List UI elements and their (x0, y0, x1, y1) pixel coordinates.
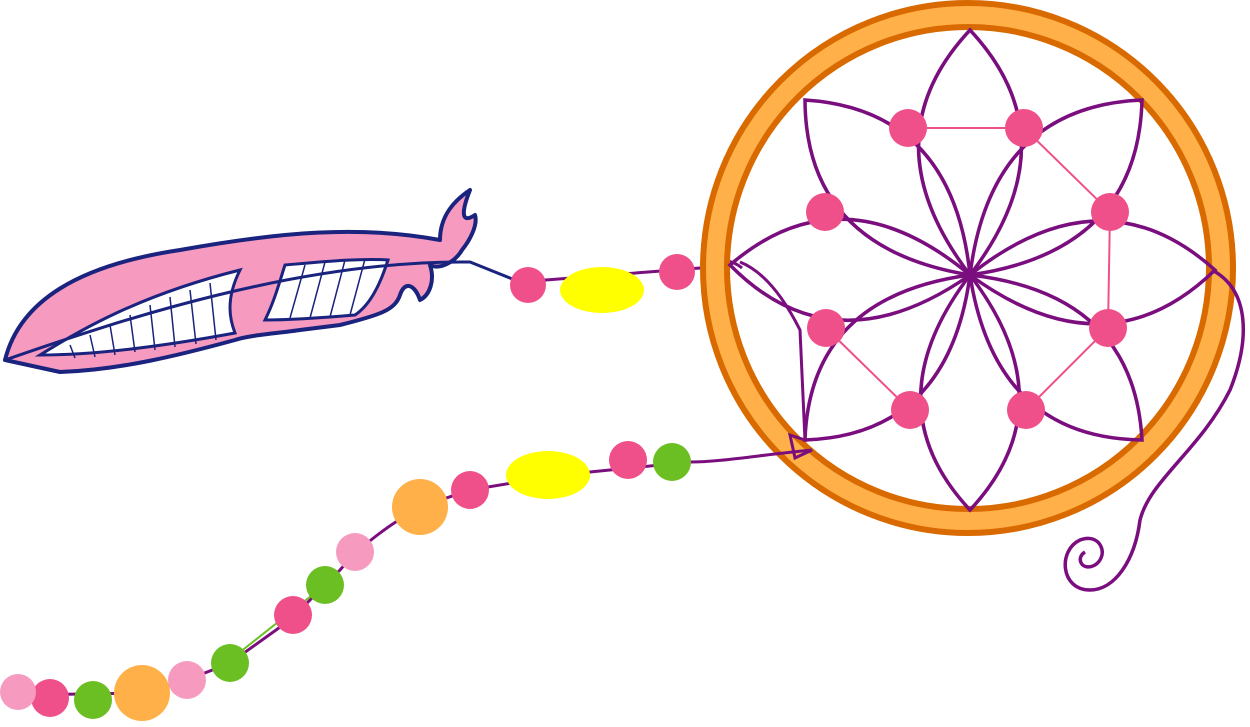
bead (451, 471, 489, 509)
bead (392, 479, 448, 535)
web-petal (968, 219, 1218, 326)
bead (168, 661, 206, 699)
bead (653, 443, 691, 481)
bead (74, 681, 112, 719)
web-petal (803, 98, 972, 277)
bead (31, 679, 69, 717)
web-petal (727, 217, 972, 322)
web-beads (806, 109, 1129, 429)
web-petal (803, 273, 972, 442)
bead (659, 254, 695, 290)
bead (336, 533, 374, 571)
bead (0, 674, 36, 710)
web-petal (916, 27, 1024, 277)
web-petal (968, 273, 1144, 442)
bead (114, 665, 170, 721)
feather-gap-2 (262, 257, 391, 322)
feather (3, 188, 521, 374)
bead (211, 644, 249, 682)
bead (510, 267, 546, 303)
bead (306, 566, 344, 604)
lower-bead-string (0, 260, 813, 721)
web-petal (919, 273, 1021, 513)
bead (506, 451, 590, 499)
web (727, 27, 1218, 513)
web-petal (968, 98, 1144, 277)
bead (274, 596, 312, 634)
spiral-tail (1063, 268, 1245, 592)
feather-shaft (4, 260, 521, 362)
bead (609, 441, 647, 479)
bead (560, 267, 644, 313)
hoop (700, 0, 1236, 536)
